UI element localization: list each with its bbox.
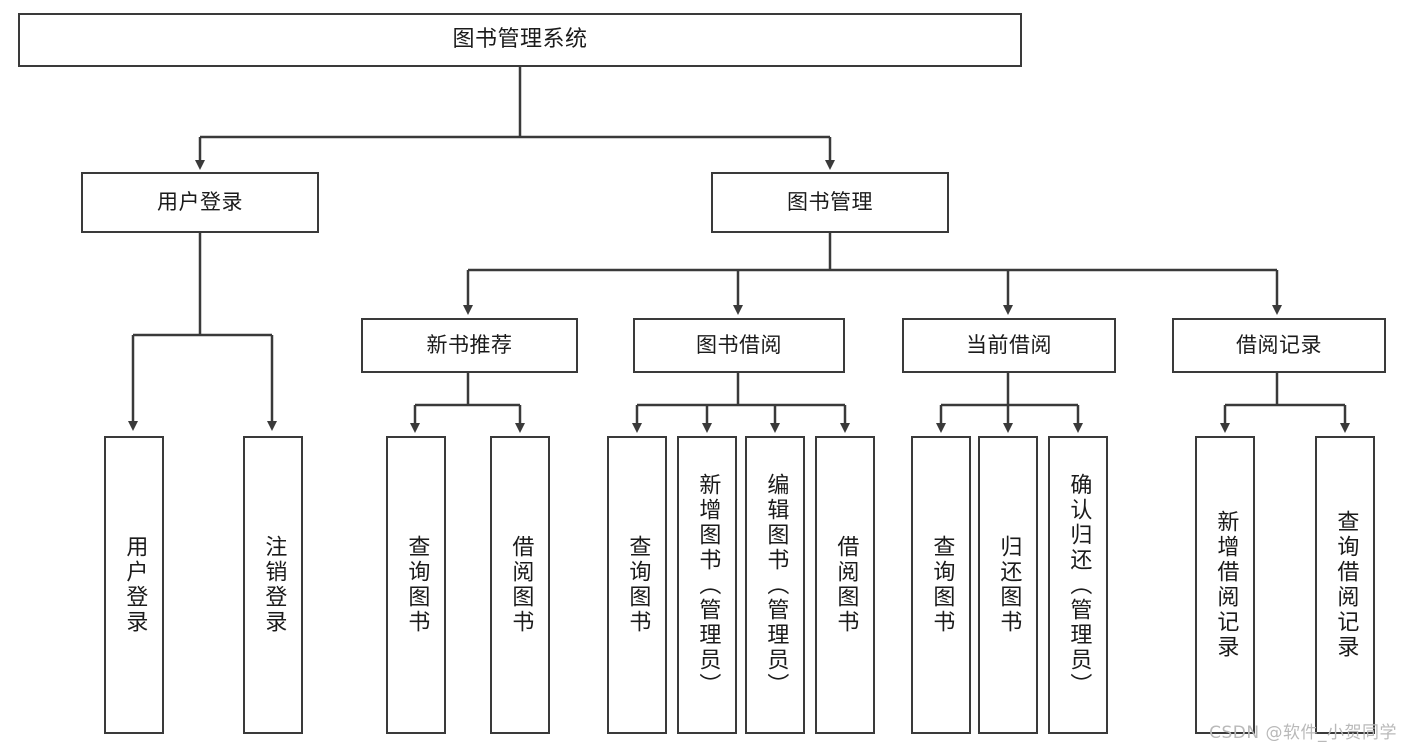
node-label: 当前借阅 xyxy=(966,333,1052,358)
leaf-user-login-login[interactable]: 用户登录 xyxy=(104,436,164,734)
node-label: 查询图书 xyxy=(404,535,430,635)
node-label: 借阅图书 xyxy=(833,535,859,635)
node-label: 用户登录 xyxy=(157,190,243,215)
node-label: 新增借阅记录 xyxy=(1213,510,1239,660)
leaf-record-query-record[interactable]: 查询借阅记录 xyxy=(1315,436,1375,734)
node-label: 确认归还（管理员） xyxy=(1066,472,1092,698)
node-label: 归还图书 xyxy=(996,535,1022,635)
node-label: 图书管理 xyxy=(787,190,873,215)
leaf-current-confirm-return-admin[interactable]: 确认归还（管理员） xyxy=(1048,436,1108,734)
leaf-recommend-borrow-book[interactable]: 借阅图书 xyxy=(490,436,550,734)
leaf-borrow-add-book-admin[interactable]: 新增图书（管理员） xyxy=(677,436,737,734)
leaf-borrow-borrow-book[interactable]: 借阅图书 xyxy=(815,436,875,734)
node-label: 注销登录 xyxy=(261,535,287,635)
node-book-management[interactable]: 图书管理 xyxy=(711,172,949,233)
node-label: 查询图书 xyxy=(929,535,955,635)
node-label: 查询图书 xyxy=(625,535,651,635)
node-label: 新增图书（管理员） xyxy=(695,472,721,698)
leaf-current-return-book[interactable]: 归还图书 xyxy=(978,436,1038,734)
node-root-system[interactable]: 图书管理系统 xyxy=(18,13,1022,67)
leaf-borrow-edit-book-admin[interactable]: 编辑图书（管理员） xyxy=(745,436,805,734)
node-label: 查询借阅记录 xyxy=(1333,510,1359,660)
leaf-borrow-query-book[interactable]: 查询图书 xyxy=(607,436,667,734)
node-label: 图书借阅 xyxy=(696,333,782,358)
node-label: 借阅记录 xyxy=(1236,333,1322,358)
leaf-record-add-record[interactable]: 新增借阅记录 xyxy=(1195,436,1255,734)
node-label: 图书管理系统 xyxy=(452,27,588,53)
node-user-login[interactable]: 用户登录 xyxy=(81,172,319,233)
leaf-recommend-query-book[interactable]: 查询图书 xyxy=(386,436,446,734)
leaf-current-query-book[interactable]: 查询图书 xyxy=(911,436,971,734)
node-label: 编辑图书（管理员） xyxy=(763,472,789,698)
leaf-user-login-logout[interactable]: 注销登录 xyxy=(243,436,303,734)
node-borrow-record[interactable]: 借阅记录 xyxy=(1172,318,1386,373)
node-label: 用户登录 xyxy=(122,535,148,635)
node-current-borrow[interactable]: 当前借阅 xyxy=(902,318,1116,373)
node-book-borrow[interactable]: 图书借阅 xyxy=(633,318,845,373)
node-new-book-recommend[interactable]: 新书推荐 xyxy=(361,318,578,373)
node-label: 新书推荐 xyxy=(426,333,513,358)
node-label: 借阅图书 xyxy=(508,535,534,635)
